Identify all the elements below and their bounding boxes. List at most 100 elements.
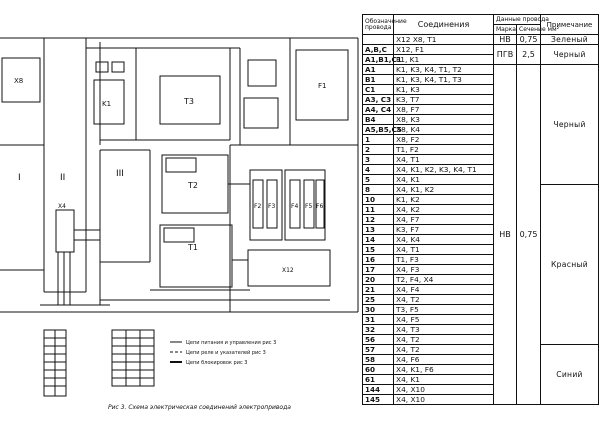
wire-cell: 12 bbox=[362, 214, 394, 225]
block-label-f2: F2 bbox=[254, 203, 261, 210]
wire-cell: 4 bbox=[362, 164, 394, 175]
connection-cell: X12 X8, T1 bbox=[393, 34, 494, 45]
connection-cell: X4, T3 bbox=[393, 324, 494, 335]
connection-cell: X4, T2 bbox=[393, 334, 494, 345]
wire-cell: 30 bbox=[362, 304, 394, 315]
wire-cell: A1 bbox=[362, 64, 394, 75]
wire-cell: 16 bbox=[362, 254, 394, 265]
block-label-k1: K1 bbox=[102, 100, 111, 108]
connection-cell: X8, F7 bbox=[393, 104, 494, 115]
block-label-t2: T2 bbox=[187, 181, 198, 190]
connection-cell: X12, F1 bbox=[393, 44, 494, 55]
connection-cell: X4, K2 bbox=[393, 204, 494, 215]
header-wire: Обозначение провода bbox=[362, 14, 407, 35]
wire-cell: 1 bbox=[362, 134, 394, 145]
header-section: Сечение мм² bbox=[515, 24, 559, 35]
wire-cell: 13 bbox=[362, 224, 394, 235]
wire-cell: 32 bbox=[362, 324, 394, 335]
wire-cell: A1,B1,C1 bbox=[362, 54, 402, 65]
wire-cell bbox=[362, 34, 394, 45]
mark-cell: НВ bbox=[493, 34, 517, 45]
connection-cell: X4, T2 bbox=[393, 344, 494, 355]
connection-cell: X4, X10 bbox=[393, 394, 494, 405]
header-connections: Соединения bbox=[393, 14, 494, 35]
block-label-x8: X8 bbox=[14, 77, 23, 85]
wire-cell: 56 bbox=[362, 334, 394, 345]
note-cell: Черный bbox=[540, 44, 600, 65]
section-cell: 2,5 bbox=[515, 44, 542, 65]
wire-cell: 8 bbox=[362, 184, 394, 195]
block-label-x4: X4 bbox=[58, 203, 66, 210]
connection-cell: X8, K4 bbox=[393, 124, 494, 135]
wire-cell: 21 bbox=[362, 284, 394, 295]
connection-cell: X4, K1, K2, K3, K4, T1 bbox=[393, 164, 494, 175]
connection-cell: X4, T1 bbox=[393, 154, 494, 165]
wire-cell: A3, C3 bbox=[362, 94, 394, 105]
block-label-ii: II bbox=[60, 173, 65, 183]
connection-cell: X4, K4 bbox=[393, 234, 494, 245]
connection-cell: X4, K1 bbox=[393, 374, 494, 385]
connection-cell: X8, K3 bbox=[393, 114, 494, 125]
block-label-f1: F1 bbox=[318, 82, 326, 90]
section-cell: 0,75 bbox=[515, 34, 542, 45]
connection-cell: K1, K3 bbox=[393, 84, 494, 95]
mark-cell: ПГВ bbox=[493, 44, 517, 65]
wire-cell: 11 bbox=[362, 204, 394, 215]
connection-cell: X4, T1 bbox=[393, 244, 494, 255]
figure-caption: Рис 3. Схема электрическая соединений эл… bbox=[108, 404, 291, 411]
connection-cell: T2, F4, X4 bbox=[393, 274, 494, 285]
block-label-i: I bbox=[18, 173, 21, 183]
wire-cell: 15 bbox=[362, 244, 394, 255]
wiring-table-container: Обозначение провода Соединения Данные пр… bbox=[362, 14, 600, 415]
note-cell: Зеленый bbox=[540, 34, 600, 45]
block-label-t1: T1 bbox=[187, 243, 198, 252]
header-mark: Марка bbox=[493, 24, 517, 35]
x4-block bbox=[55, 209, 75, 253]
connection-cell: X4, K1, K2 bbox=[393, 184, 494, 195]
x8-block bbox=[1, 57, 41, 103]
connection-cell: X4, K1 bbox=[393, 174, 494, 185]
note-cell-blue: Синий bbox=[540, 344, 600, 405]
connection-cell: X4, F3 bbox=[393, 264, 494, 275]
wire-cell: C1 bbox=[362, 84, 394, 95]
block-label-f5: F5 bbox=[305, 203, 312, 210]
connection-cell: K1, K2 bbox=[393, 194, 494, 205]
connection-cell: K3, F7 bbox=[393, 224, 494, 235]
wire-cell: 61 bbox=[362, 374, 394, 385]
wire-cell: B4 bbox=[362, 114, 394, 125]
wire-cell: 57 bbox=[362, 344, 394, 355]
connection-cell: T3, F5 bbox=[393, 304, 494, 315]
wire-cell: 60 bbox=[362, 364, 394, 375]
connection-cell: X4, K1, F6 bbox=[393, 364, 494, 375]
note-cell-red: Красный bbox=[540, 184, 600, 345]
wire-cell: 3 bbox=[362, 154, 394, 165]
connection-cell: X4, X10 bbox=[393, 384, 494, 395]
wire-cell: 5 bbox=[362, 174, 394, 185]
connection-cell: K3, T7 bbox=[393, 94, 494, 105]
t3-block bbox=[159, 75, 221, 125]
x12-block bbox=[247, 249, 331, 287]
wiring-table: Обозначение провода Соединения Данные пр… bbox=[362, 14, 600, 405]
connection-cell: X8, F2 bbox=[393, 134, 494, 145]
legend-item-1: Цепи питания и управления рис 3 bbox=[186, 340, 276, 346]
connection-cell: X4, T2 bbox=[393, 294, 494, 305]
wire-cell: 31 bbox=[362, 314, 394, 325]
wire-cell: 20 bbox=[362, 274, 394, 285]
wire-cell: 10 bbox=[362, 194, 394, 205]
connection-cell: X4, F6 bbox=[393, 354, 494, 365]
connection-cell: X4, F4 bbox=[393, 284, 494, 295]
wire-cell: A5,B5,C5 bbox=[362, 124, 402, 135]
wire-cell: 2 bbox=[362, 144, 394, 155]
legend-item-2: Цепи реле и указателей рис 3 bbox=[186, 349, 266, 356]
wire-cell: 144 bbox=[362, 384, 394, 395]
header-wire-data: Данные провода bbox=[492, 14, 549, 25]
connection-cell: X4, F7 bbox=[393, 214, 494, 225]
connection-cell: F1, K1 bbox=[393, 54, 494, 65]
wire-cell: 58 bbox=[362, 354, 394, 365]
